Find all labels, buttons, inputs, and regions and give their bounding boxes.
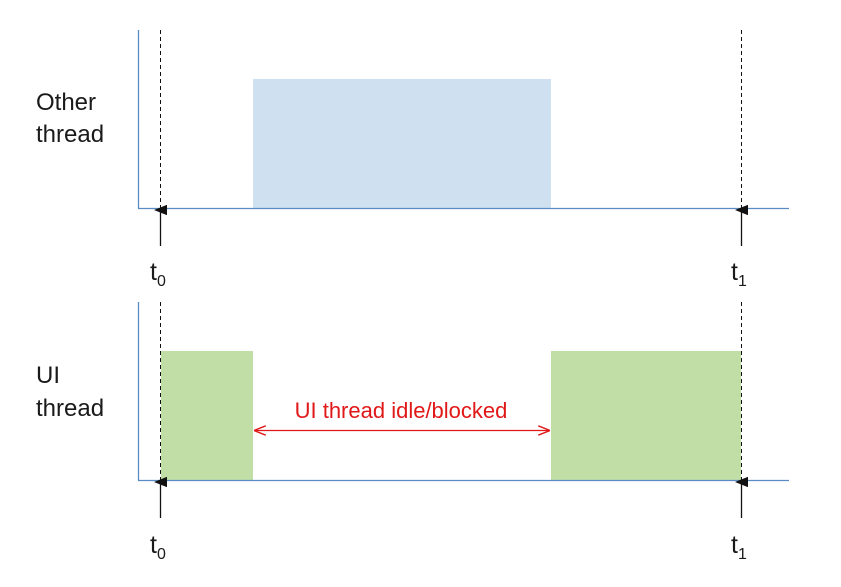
- ui-thread-t1-label: t1: [731, 531, 747, 563]
- other-thread-t0-label: t0: [150, 258, 166, 290]
- ui-thread-t0-base: t: [150, 531, 157, 559]
- other-thread-label-line-1: Other: [36, 89, 96, 116]
- ui-thread-label-line-1: UI: [36, 362, 60, 389]
- ui-thread-t1-subscript: 1: [738, 546, 747, 563]
- other-thread-label: Other thread: [36, 89, 104, 148]
- ui-thread-work-block-before: [161, 351, 253, 480]
- other-thread-t1-subscript: 1: [738, 273, 747, 290]
- other-thread-t1-base: t: [731, 258, 738, 286]
- ui-thread-row: UI thread t0 t1 UI thread idle/blocked: [36, 302, 789, 563]
- ui-thread-t1-base: t: [731, 531, 738, 559]
- other-thread-row: Other thread t0 t1: [36, 30, 789, 290]
- other-thread-t0-subscript: 0: [157, 273, 166, 290]
- idle-annotation-text: UI thread idle/blocked: [295, 398, 508, 423]
- other-thread-work-block: [253, 79, 551, 208]
- other-thread-label-line-2: thread: [36, 121, 104, 148]
- ui-thread-label-line-2: thread: [36, 395, 104, 422]
- ui-thread-t0-subscript: 0: [157, 546, 166, 563]
- ui-thread-t0-label: t0: [150, 531, 166, 563]
- ui-thread-work-block-after: [551, 351, 741, 480]
- other-thread-t1-label: t1: [731, 258, 747, 290]
- ui-thread-label: UI thread: [36, 362, 104, 422]
- other-thread-t0-base: t: [150, 258, 157, 286]
